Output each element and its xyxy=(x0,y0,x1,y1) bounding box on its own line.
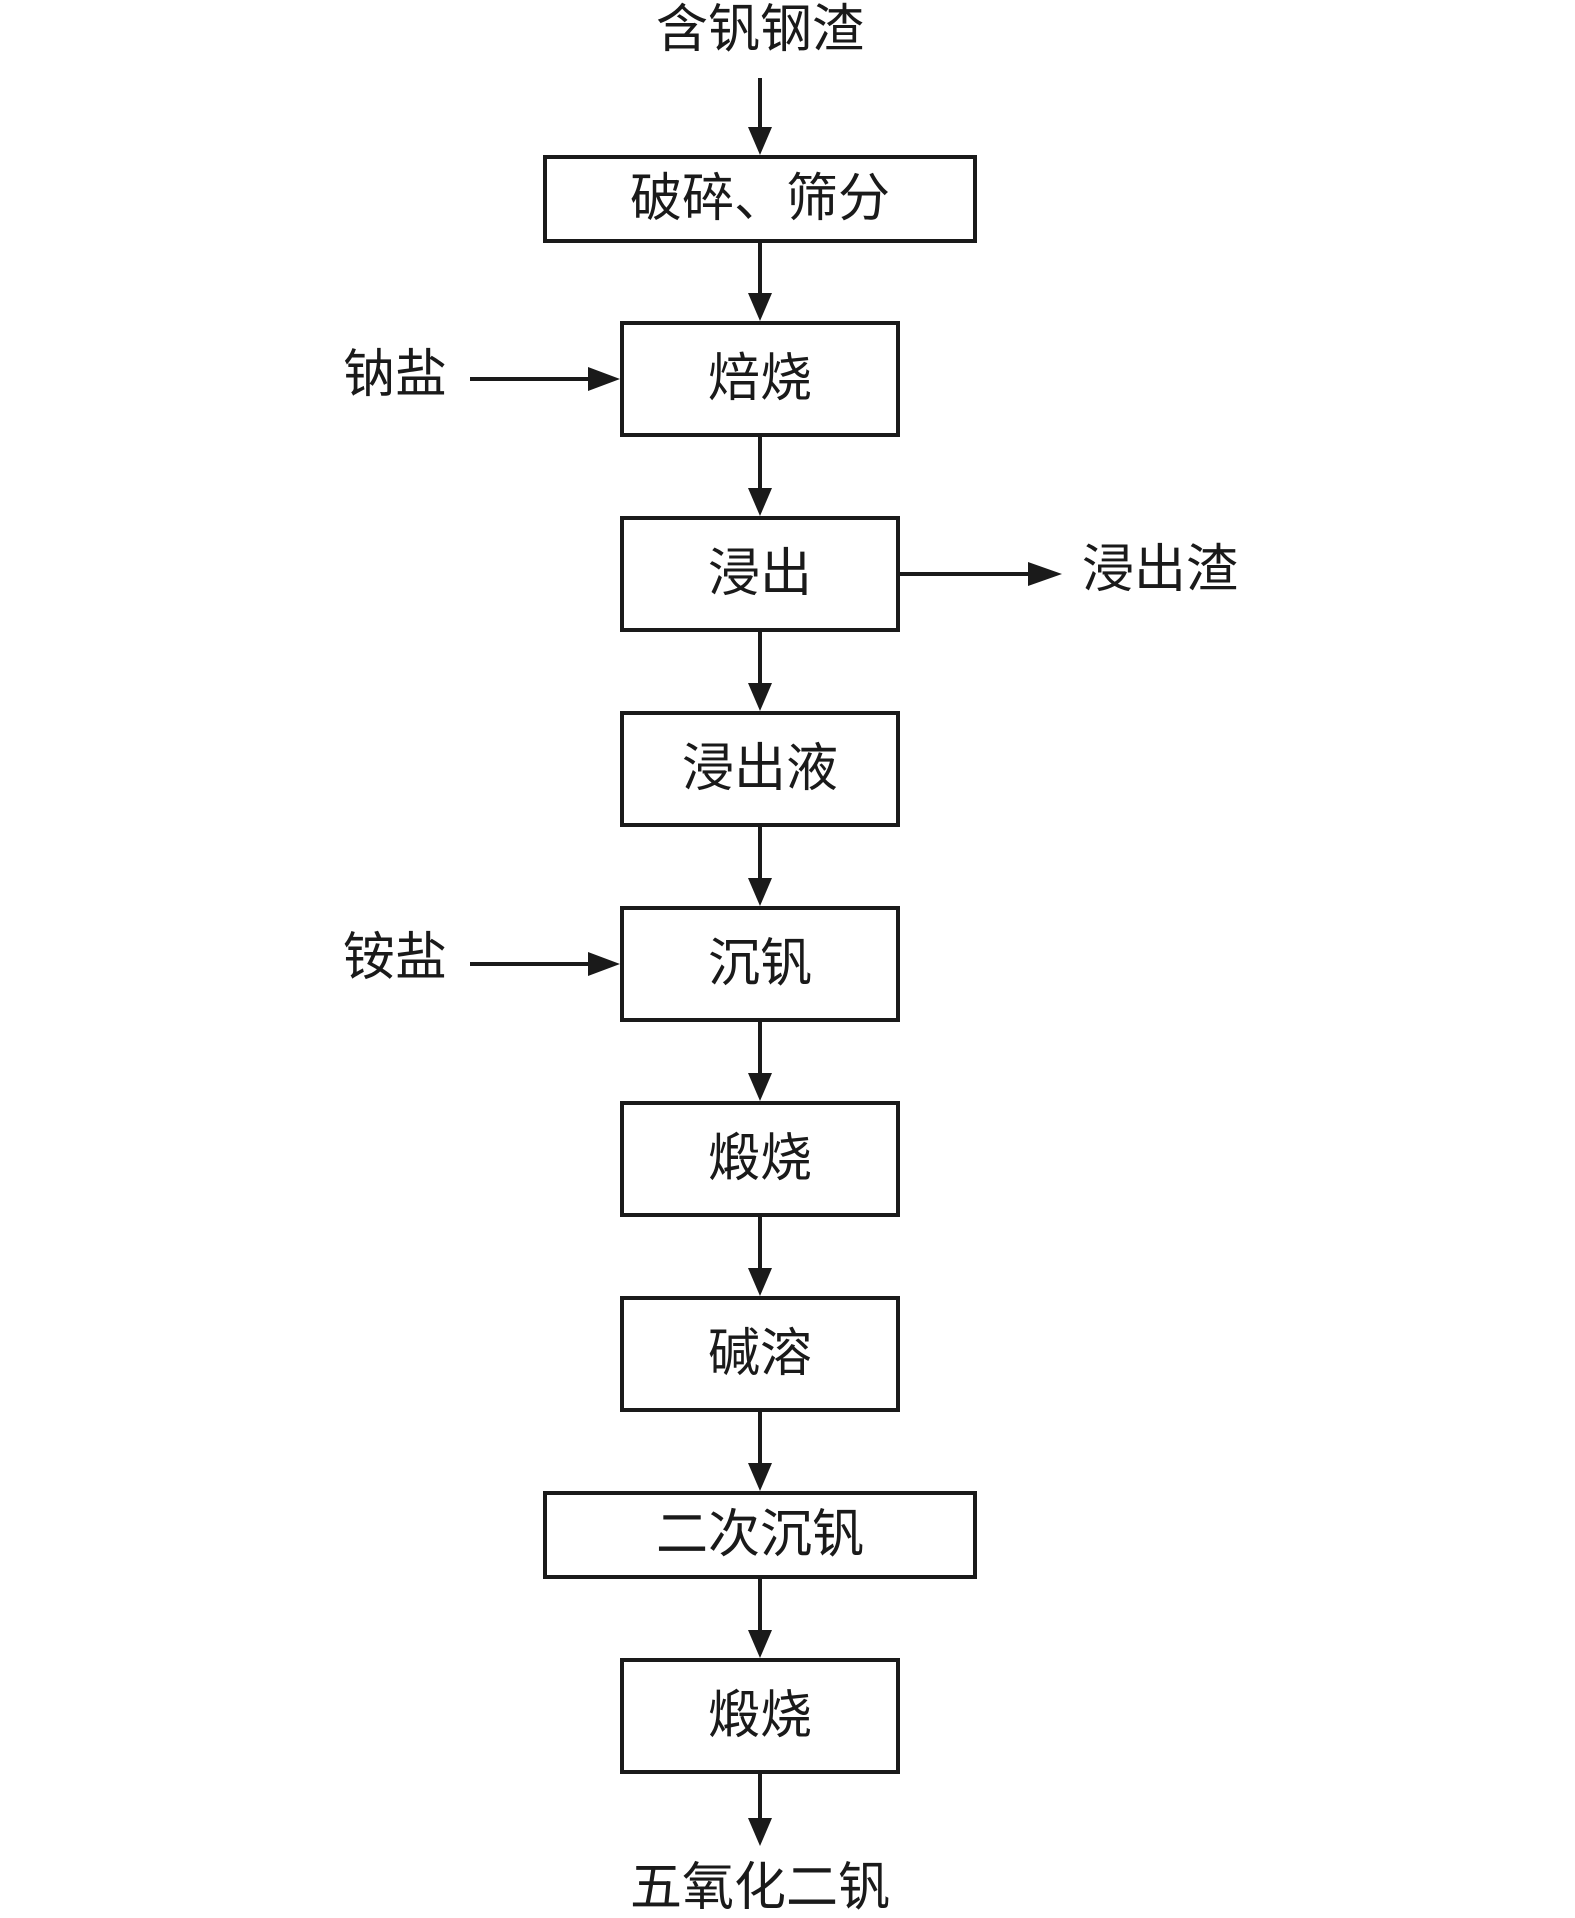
side-input-ammonium-salt: 铵盐 xyxy=(343,928,447,988)
arrow-calcine-1-to-alkali xyxy=(748,1215,772,1296)
arrow-alkali-to-precip-2 xyxy=(748,1410,772,1491)
step-leachate-label: 浸出液 xyxy=(682,739,838,799)
step-calcine-2: 煅烧 xyxy=(620,1658,900,1774)
step-roast: 焙烧 xyxy=(620,321,900,437)
step-precip-2-label: 二次沉钒 xyxy=(656,1505,864,1565)
arrow-leachate-to-precip xyxy=(748,825,772,906)
output-product-label: 五氧化二钒 xyxy=(630,1858,890,1918)
step-calcine-2-label: 煅烧 xyxy=(708,1686,812,1746)
side-input-sodium-salt: 钠盐 xyxy=(343,345,447,405)
arrow-precip-to-calcine-1 xyxy=(748,1020,772,1101)
step-alkali-label: 碱溶 xyxy=(708,1324,812,1384)
step-calcine-1: 煅烧 xyxy=(620,1101,900,1217)
arrow-ammonium-salt-to-precip xyxy=(470,952,620,976)
step-leach: 浸出 xyxy=(620,516,900,632)
step-calcine-1-label: 煅烧 xyxy=(708,1129,812,1189)
step-leachate: 浸出液 xyxy=(620,711,900,827)
step-alkali: 碱溶 xyxy=(620,1296,900,1412)
step-precip-label: 沉钒 xyxy=(708,934,812,994)
step-crush-label: 破碎、筛分 xyxy=(630,169,890,229)
arrow-input-to-crush xyxy=(748,78,772,155)
step-roast-label: 焙烧 xyxy=(708,349,812,409)
arrow-roast-to-leach xyxy=(748,435,772,516)
arrow-crush-to-roast xyxy=(748,241,772,321)
step-precip-2: 二次沉钒 xyxy=(543,1491,977,1579)
input-material-label: 含钒钢渣 xyxy=(656,0,864,60)
step-leach-label: 浸出 xyxy=(708,544,812,604)
side-output-leach-residue: 浸出渣 xyxy=(1082,540,1238,600)
step-crush: 破碎、筛分 xyxy=(543,155,977,243)
step-precip: 沉钒 xyxy=(620,906,900,1022)
arrow-precip-2-to-calcine-2 xyxy=(748,1577,772,1658)
arrow-leach-to-residue xyxy=(898,562,1062,586)
arrow-sodium-salt-to-roast xyxy=(470,367,620,391)
arrow-calcine-2-to-output xyxy=(748,1772,772,1846)
arrow-leach-to-leachate xyxy=(748,630,772,711)
